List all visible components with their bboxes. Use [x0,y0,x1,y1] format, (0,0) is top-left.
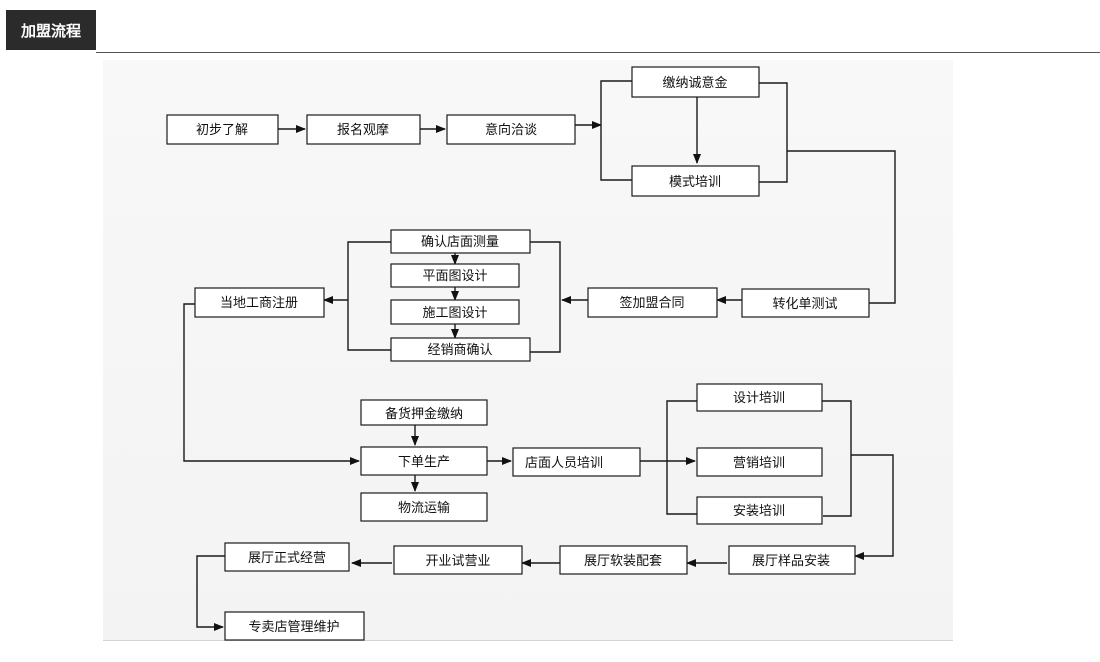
bracket-right-training-group [822,400,852,517]
step-floor-plan-design: 平面图设计 [390,263,520,288]
step-store-management-label: 专卖店管理维护 [248,620,339,635]
step-mode-training-label: 模式培训 [669,174,721,190]
step-floor-plan-design-label: 平面图设计 [422,269,487,284]
bracket-left-training-group [666,400,697,515]
step-local-business-registration-label: 当地工商注册 [220,296,298,311]
step-mode-training: 模式培训 [631,165,760,197]
arrow-formal-to-management [196,555,225,631]
step-design-training: 设计培训 [696,383,823,412]
step-logistics: 物流运输 [360,492,488,522]
arrow-registration-to-order [183,303,360,465]
step-confirm-store-measure-label: 确认店面测量 [421,235,499,250]
step-earnest-money: 缴纳诚意金 [631,66,760,98]
step-initial-understanding-label: 初步了解 [196,123,248,138]
step-showroom-sample-install-label: 展厅样品安装 [752,554,830,569]
arrow-trainings-to-sample-install [851,454,894,560]
step-install-training: 安装培训 [696,496,823,525]
step-store-management: 专卖店管理维护 [224,611,365,641]
step-intention-talk-label: 意向洽谈 [485,122,537,138]
step-local-business-registration: 当地工商注册 [194,287,325,318]
step-showroom-soft-furnishing: 展厅软装配套 [559,545,688,575]
step-formal-operation-label: 展厅正式经营 [248,551,326,566]
step-trial-operation-label: 开业试营业 [425,554,490,569]
step-sales-training-label: 营销培训 [733,455,785,471]
step-formal-operation: 展厅正式经营 [224,542,350,572]
step-install-training-label: 安装培训 [733,503,785,519]
line-training-to-conversion [787,150,896,304]
step-sales-training: 营销培训 [696,447,823,477]
step-construction-design: 施工图设计 [390,299,520,325]
step-intention-talk: 意向洽谈 [446,114,576,145]
page-title-tab: 加盟流程 [6,10,96,50]
step-order-conversion-test-label: 转化单测试 [772,297,837,312]
step-showroom-sample-install: 展厅样品安装 [728,545,856,575]
step-place-order-label: 下单生产 [398,455,450,470]
bracket-left-measure-group [347,241,391,351]
step-dealer-confirm-label: 经销商确认 [427,343,492,358]
step-sign-contract: 签加盟合同 [587,287,718,318]
step-store-staff-training-label: 店面人员培训 [525,455,603,471]
step-earnest-money-label: 缴纳诚意金 [662,75,727,91]
step-order-conversion-test: 转化单测试 [741,288,870,318]
panel-bottom-divider [103,640,953,641]
step-trial-operation: 开业试营业 [393,545,523,575]
header-divider [96,52,1100,53]
step-register-visit-label: 报名观摩 [337,122,389,138]
step-boxes: 初步了解 报名观摩 意向洽谈 缴纳诚意金 模式培训 转化单测试 签加盟合同 确 [166,66,870,641]
header-bar: 加盟流程 [0,0,1100,56]
step-sign-contract-label: 签加盟合同 [619,295,684,311]
step-showroom-soft-furnishing-label: 展厅软装配套 [584,553,662,569]
bracket-left-deposit-training [600,80,632,181]
step-confirm-store-measure: 确认店面测量 [390,229,531,254]
step-logistics-label: 物流运输 [398,500,450,516]
step-construction-design-label: 施工图设计 [422,306,487,321]
connector-lines [183,80,896,631]
step-register-visit: 报名观摩 [306,114,421,145]
bracket-right-deposit-training [759,82,788,183]
step-stock-deposit-label: 备货押金缴纳 [385,406,463,422]
step-design-training-label: 设计培训 [733,390,785,406]
step-dealer-confirm: 经销商确认 [390,337,531,362]
step-initial-understanding: 初步了解 [166,114,279,145]
step-stock-deposit: 备货押金缴纳 [360,399,488,426]
step-place-order: 下单生产 [360,446,488,476]
bracket-right-measure-group [530,241,561,353]
step-store-staff-training: 店面人员培训 [512,447,641,477]
